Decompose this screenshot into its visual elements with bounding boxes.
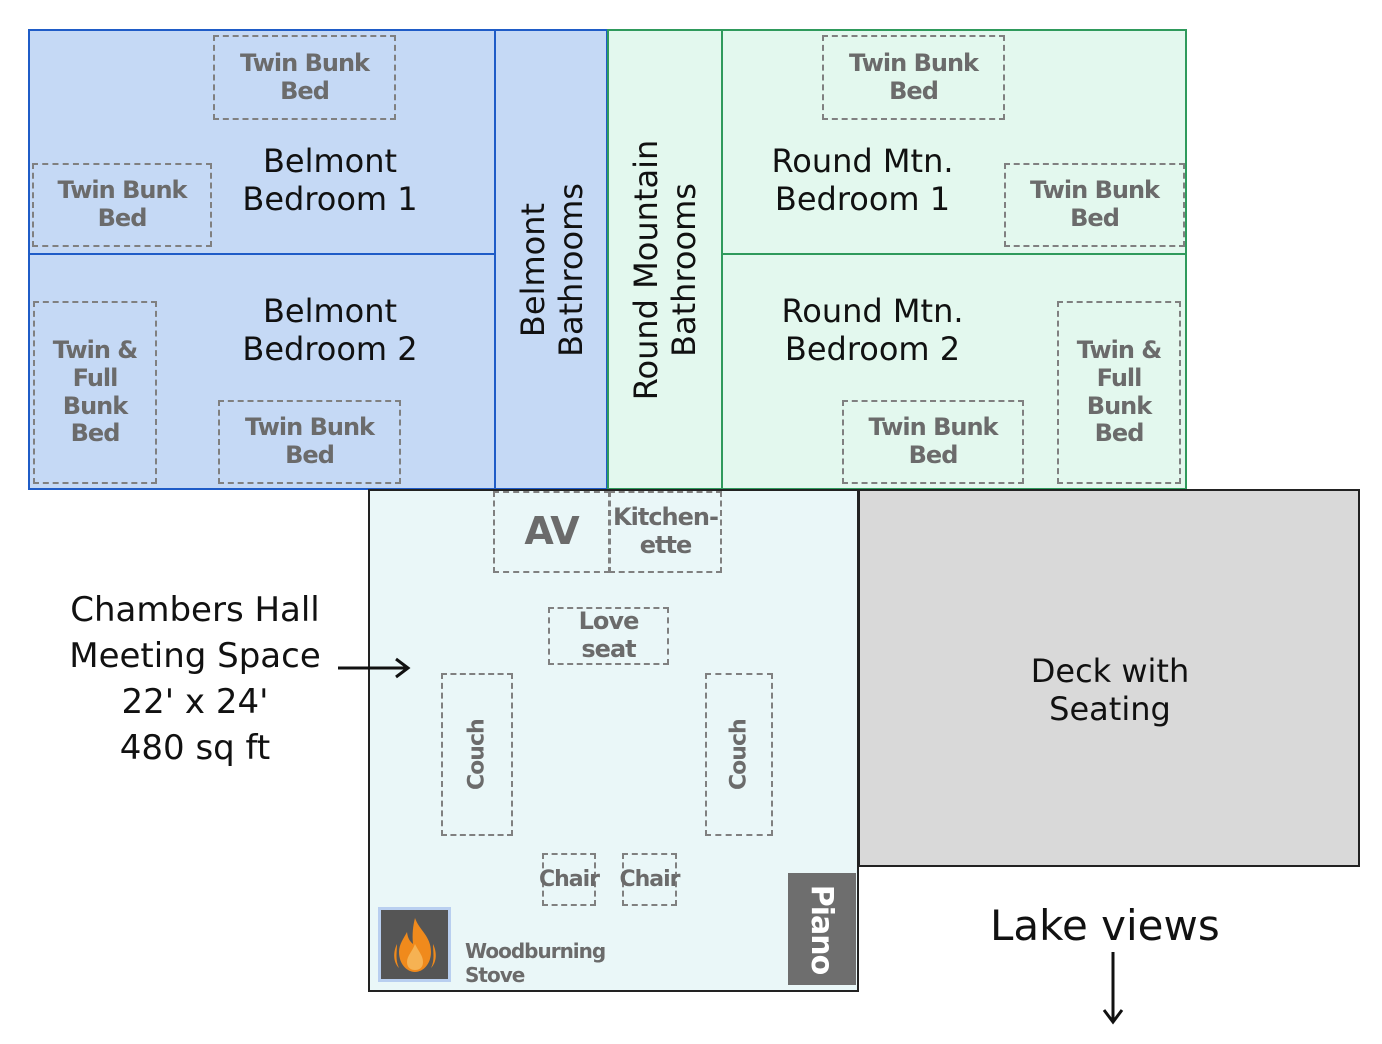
lake-arrow-icon <box>1102 952 1124 1025</box>
callout-arrow-icon <box>338 657 411 679</box>
room-belmont-bedroom-2 <box>28 253 496 490</box>
room-round-mtn-bedroom-1 <box>721 29 1187 255</box>
round-mtn-bedroom-2-label: Round Mtn. Bedroom 2 <box>781 291 964 368</box>
twin-bunk-bed-belmont-1a: Twin Bunk Bed <box>213 35 396 120</box>
meeting-space-callout: Chambers Hall Meeting Space 22' x 24' 48… <box>69 590 321 768</box>
couch-right: Couch <box>705 673 773 836</box>
twin-full-bunk-bed-rm-2: Twin & Full Bunk Bed <box>1057 301 1181 484</box>
kitchenette: Kitchen- ette <box>609 491 722 573</box>
stove-icon <box>378 907 451 982</box>
couch-left: Couch <box>441 673 513 836</box>
room-deck <box>858 489 1360 867</box>
piano-label: Piano <box>804 884 840 974</box>
av-cabinet: AV <box>493 491 610 573</box>
round-mtn-bedroom-1-label: Round Mtn. Bedroom 1 <box>771 141 954 218</box>
belmont-bedroom-1-label: Belmont Bedroom 1 <box>242 141 418 218</box>
round-mountain-bathrooms-label: Round Mountain Bathrooms <box>626 139 703 401</box>
belmont-bedroom-2-label: Belmont Bedroom 2 <box>242 291 418 368</box>
twin-full-bunk-bed-belmont-2: Twin & Full Bunk Bed <box>33 301 157 484</box>
twin-bunk-bed-belmont-2: Twin Bunk Bed <box>218 400 401 484</box>
love-seat: Love seat <box>548 607 669 665</box>
chair-right: Chair <box>619 853 681 906</box>
chair-left: Chair <box>539 853 600 906</box>
piano: Piano <box>788 873 856 985</box>
twin-bunk-bed-rm-1b: Twin Bunk Bed <box>1004 163 1185 247</box>
twin-bunk-bed-rm-1a: Twin Bunk Bed <box>822 35 1005 120</box>
deck-label: Deck with Seating <box>1030 651 1190 728</box>
belmont-bathrooms-label: Belmont Bathrooms <box>513 183 590 357</box>
stove-label: Woodburning Stove <box>465 939 606 987</box>
twin-bunk-bed-belmont-1b: Twin Bunk Bed <box>32 163 212 247</box>
room-round-mtn-bedroom-2 <box>721 253 1187 490</box>
lake-views-label: Lake views <box>990 900 1220 950</box>
room-belmont-bedroom-1 <box>28 29 496 255</box>
twin-bunk-bed-rm-2: Twin Bunk Bed <box>842 400 1024 484</box>
